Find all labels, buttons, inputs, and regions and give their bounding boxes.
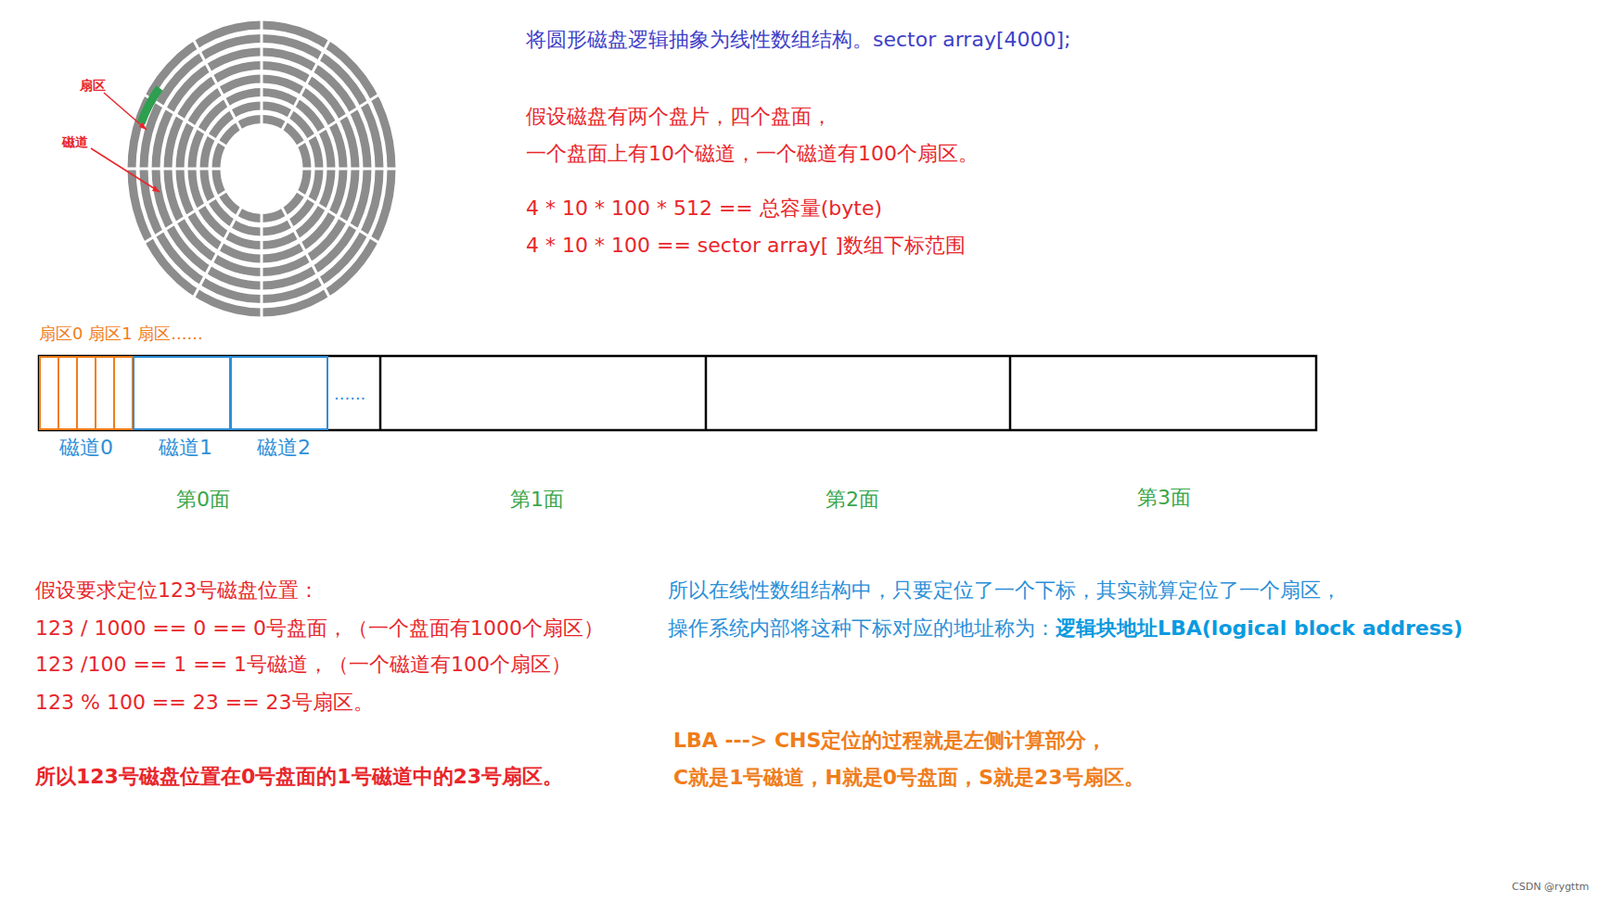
sector-divider — [281, 205, 331, 299]
calc-text: 假设要求定位123号磁盘位置： — [35, 578, 320, 603]
sector-divider — [294, 93, 381, 148]
sector-divider — [192, 38, 243, 132]
track-ring — [216, 119, 308, 219]
face-label: 第1面 — [510, 487, 564, 512]
leader-line — [103, 92, 147, 130]
arrow-head — [152, 185, 160, 192]
note-text: 操作系统内部将这种下标对应的地址称为： — [667, 616, 1056, 641]
track-label: 磁道1 — [158, 435, 213, 461]
sector-divider — [281, 38, 331, 132]
disk-platter — [124, 18, 399, 320]
watermark: CSDN @rygttm — [1511, 881, 1589, 894]
note-text: 一个盘面上有10个磁道，一个磁道有100个扇区。 — [525, 141, 979, 167]
term-text: 逻辑块地址LBA(logical block address) — [1055, 616, 1463, 641]
formula-text: 4 * 10 * 100 == sector array[ ]数组下标范围 — [525, 233, 966, 258]
sector-divider — [124, 167, 223, 171]
ellipsis: ...... — [333, 384, 366, 405]
sector-divider — [142, 190, 229, 244]
sector-divider — [294, 190, 381, 244]
linear-array — [38, 356, 1317, 431]
note-text: 所以在线性数组结构中，只要定位了一个下标，其实就算定位了一个扇区， — [667, 578, 1342, 603]
calc-text: 123 / 1000 == 0 == 0号盘面，（一个盘面有1000个扇区） — [35, 616, 604, 641]
face-label: 第0面 — [176, 487, 231, 512]
sector-divider — [260, 18, 264, 127]
formula-text: 4 * 10 * 100 * 512 == 总容量(byte) — [525, 196, 883, 221]
leader-line — [90, 148, 160, 192]
arrow-head — [139, 122, 147, 130]
note-text: 假设磁盘有两个盘片，四个盘面， — [525, 104, 832, 129]
sector-divider — [300, 167, 399, 171]
mapping-text: LBA ---> CHS定位的过程就是左侧计算部分， — [673, 729, 1107, 754]
callout-label: 磁道 — [62, 134, 89, 151]
sector-divider — [260, 211, 264, 320]
face-label: 第3面 — [1137, 486, 1191, 511]
callout-label: 扇区 — [79, 77, 106, 94]
sector-highlight — [140, 88, 160, 124]
mapping-text: C就是1号磁道，H就是0号盘面，S就是23号扇区。 — [673, 766, 1145, 791]
sector-divider — [192, 205, 243, 299]
heading-text: 将圆形磁盘逻辑抽象为线性数组结构。sector array[4000]; — [525, 27, 1071, 52]
track-label: 磁道0 — [59, 435, 114, 461]
calc-text: 123 /100 == 1 == 1号磁道，（一个磁道有100个扇区） — [35, 652, 572, 678]
face-label: 第2面 — [825, 487, 880, 512]
conclusion-text: 所以123号磁盘位置在0号盘面的1号磁道中的23号扇区。 — [35, 765, 564, 790]
sector-label: 扇区0 扇区1 扇区...... — [38, 323, 204, 345]
calc-text: 123 % 100 == 23 == 23号扇区。 — [35, 691, 374, 716]
track-label: 磁道2 — [256, 435, 311, 461]
